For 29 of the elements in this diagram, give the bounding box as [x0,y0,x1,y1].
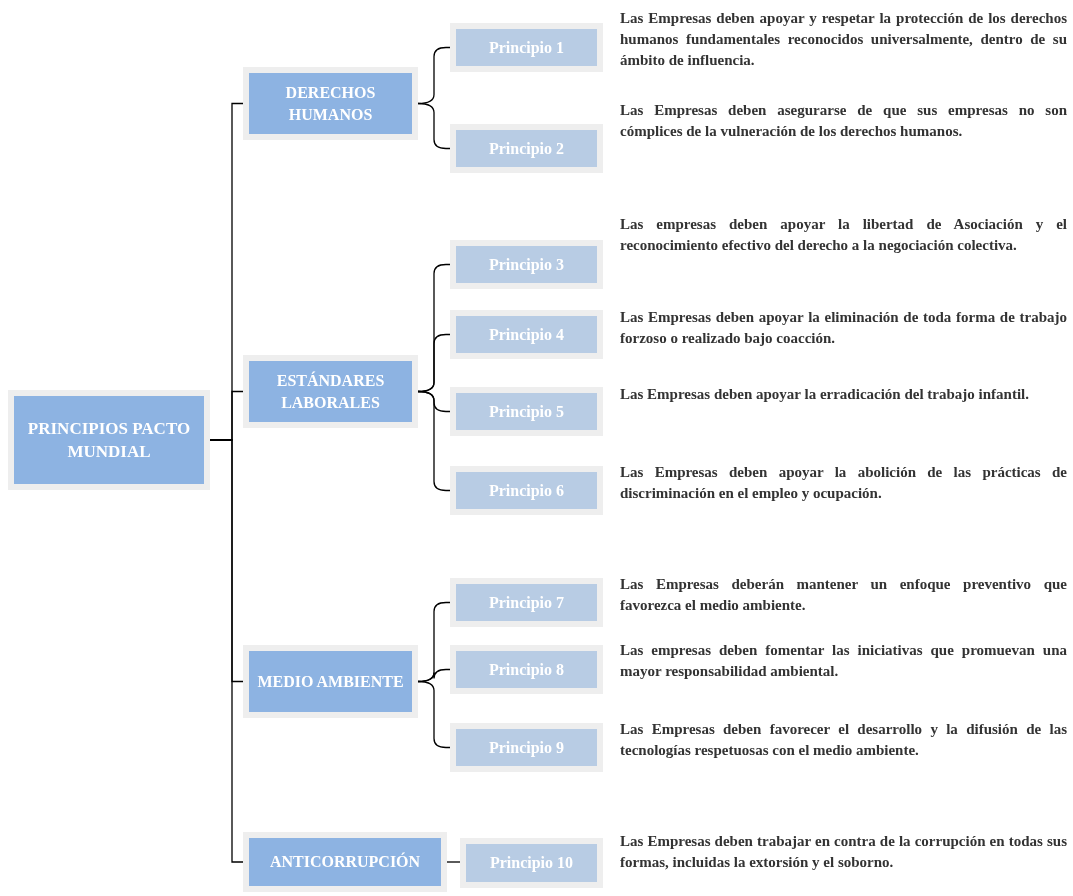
principle-box: Principio 10 [460,838,603,888]
description-text: Las Empresas deben asegurarse de que sus empresas no son cómplices de la vulneración de los derechos humanos. [620,101,1067,141]
connector-line [446,861,461,863]
description-text: Las Empresas deben apoyar la abolición de las prácticas de discriminación en el empleo y ocupación. [620,463,1067,503]
description-text: Las empresas deben apoyar la libertad de Asociación y el reconocimiento efectivo del derecho a la negociación colectiva. [620,215,1067,255]
description-text: Las empresas deben fomentar las iniciativas que promuevan una mayor responsabilidad ambiental. [620,641,1067,681]
root-box: PRINCIPIOS PACTO MUNDIAL [8,390,210,490]
description-text: Las Empresas deben apoyar y respetar la protección de los derechos humanos fundamentales reconocidos universalmente, dentro de su ámbito de influencia. [620,9,1067,70]
category-box: MEDIO AMBIENTE [243,645,418,718]
principle-box: Principio 1 [450,23,603,72]
principle-box: Principio 5 [450,387,603,436]
category-box: ANTICORRUPCIÓN [243,832,447,892]
connector-line [417,680,451,749]
principle-box: Principio 7 [450,578,603,627]
description-text: Las Empresas deben favorecer el desarrollo y la difusión de las tecnologías respetuosas con el medio ambiente. [620,720,1067,760]
description-text: Las Empresas deben trabajar en contra de la corrupción en todas sus formas, incluidas la extorsión y el soborno. [620,832,1067,872]
principle-box: Principio 9 [450,723,603,772]
description-text: Las Empresas deben apoyar la eliminación de toda forma de trabajo forzoso o realizado bajo coacción. [620,308,1067,348]
principle-box: Principio 4 [450,310,603,359]
principle-box: Principio 8 [450,645,603,694]
principle-box: Principio 3 [450,240,603,289]
description-text: Las Empresas deben apoyar la erradicación del trabajo infantil. [620,385,1031,404]
description-text: Las Empresas deberán mantener un enfoque preventivo que favorezca el medio ambiente. [620,575,1067,615]
category-box: DERECHOS HUMANOS [243,67,418,140]
category-box: ESTÁNDARES LABORALES [243,355,418,428]
connector-line [417,390,451,492]
principle-box: Principio 2 [450,124,603,173]
connector-line [417,102,451,150]
principle-box: Principio 6 [450,466,603,515]
